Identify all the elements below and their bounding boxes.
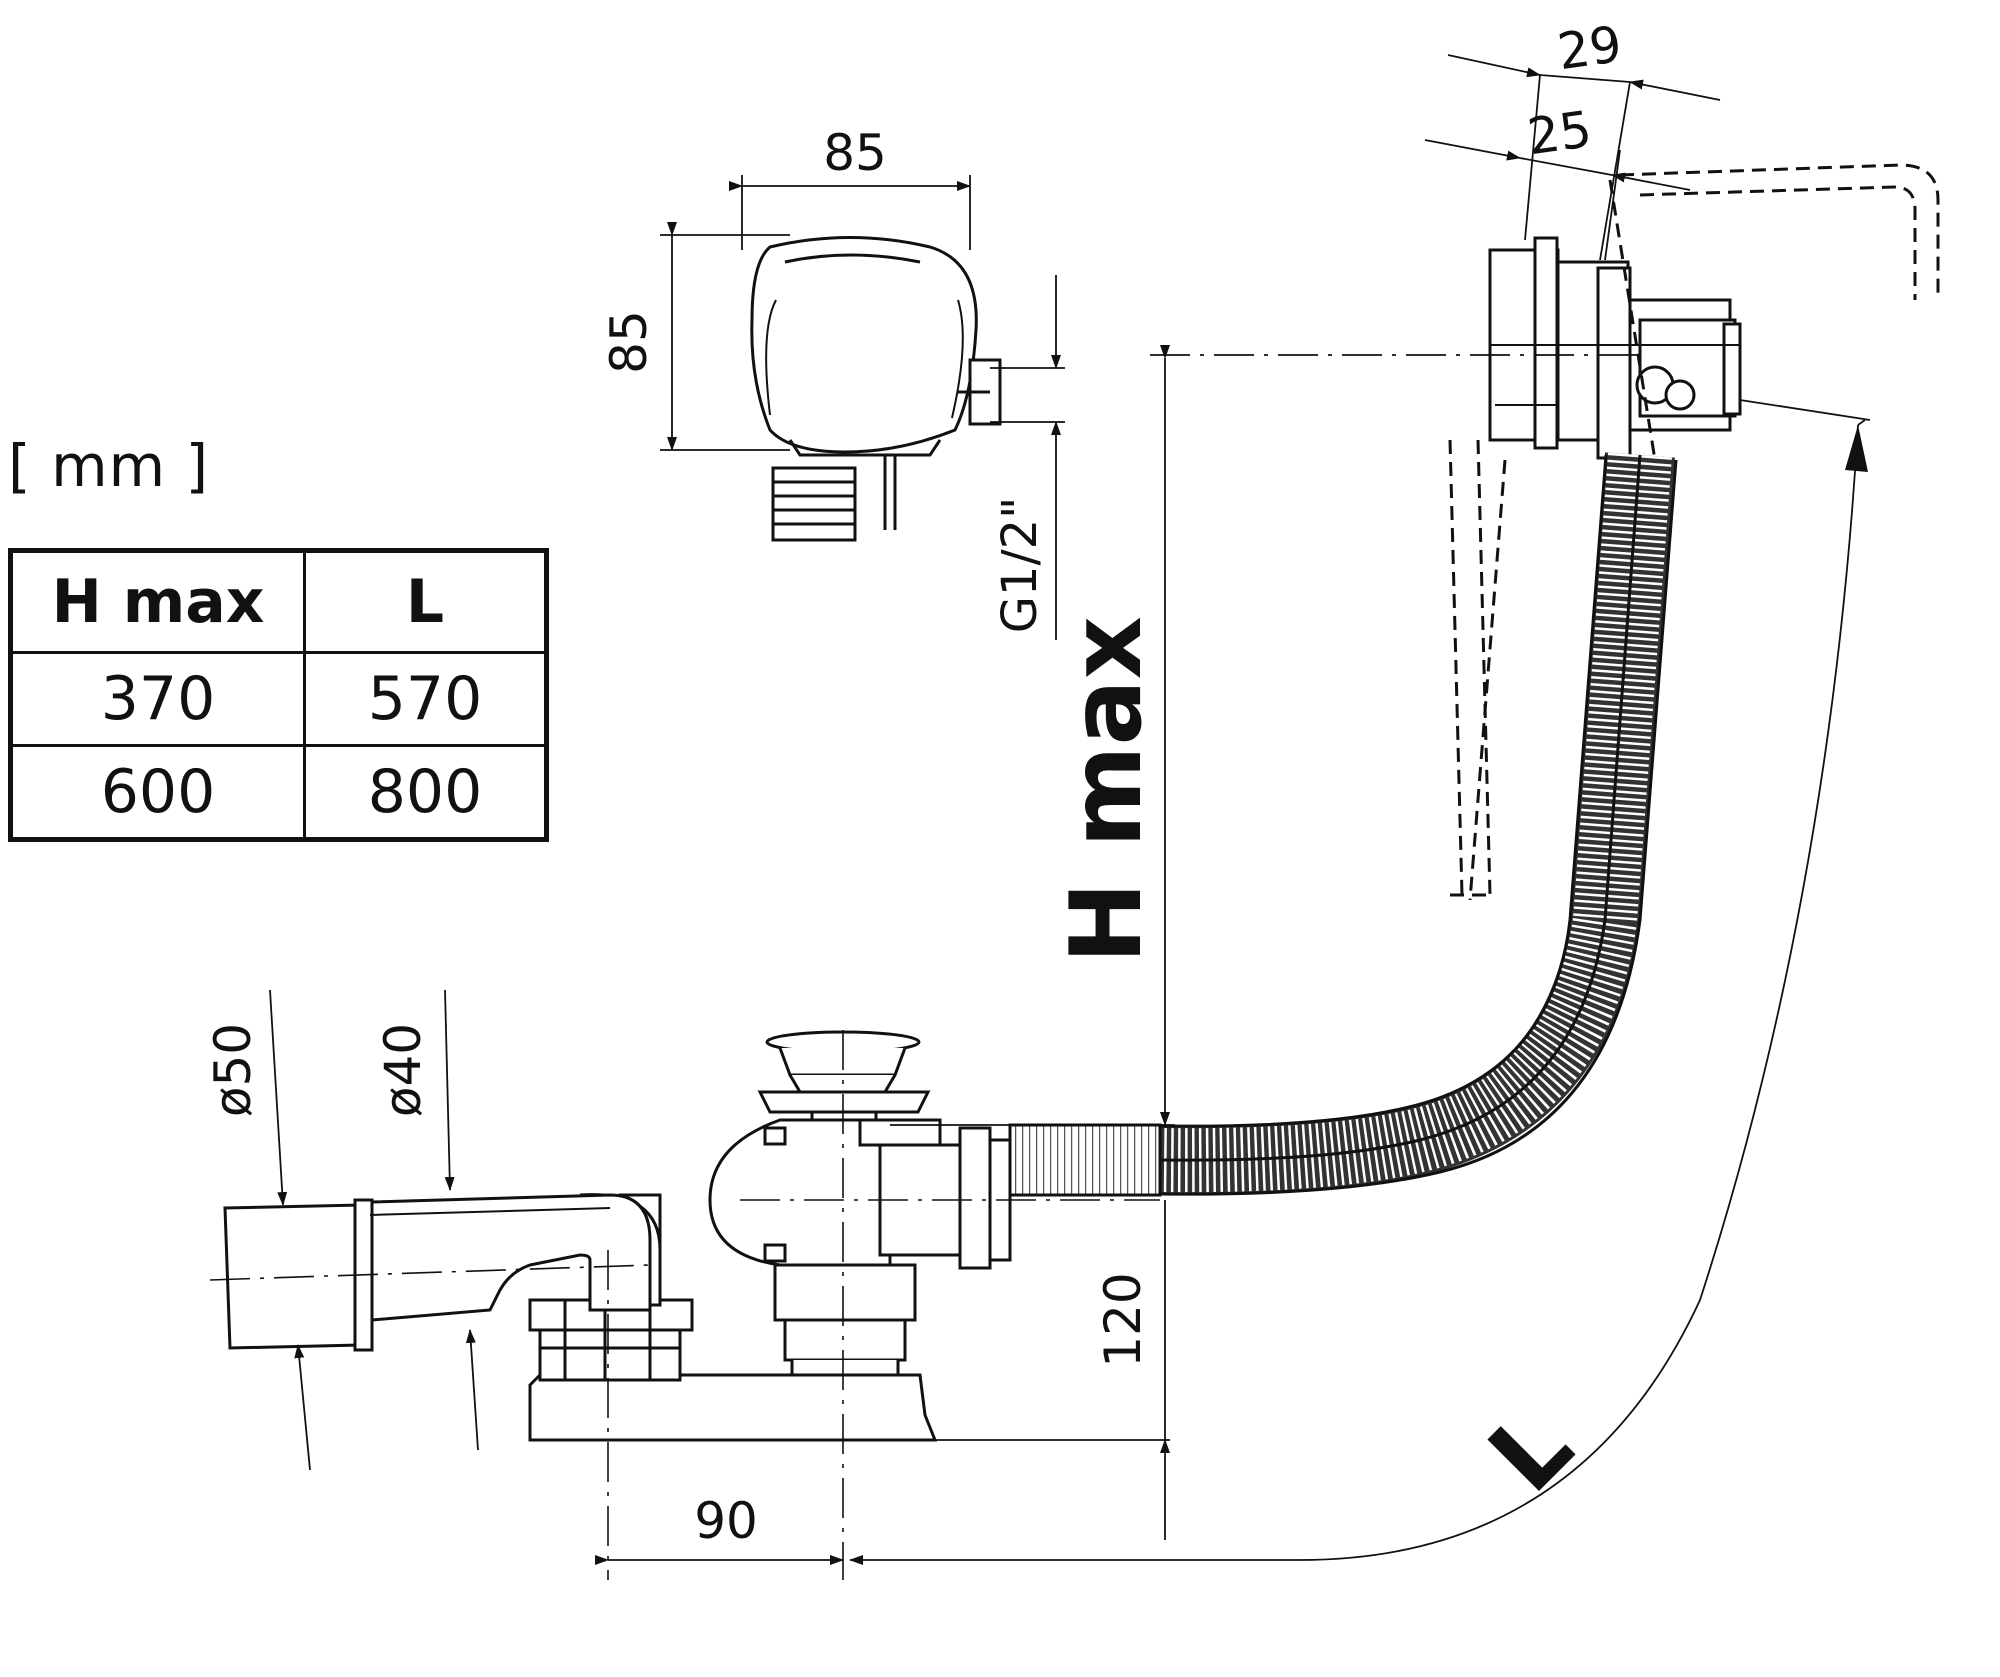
- dim-length-label: L: [1467, 1387, 1595, 1515]
- dim-flange-inner-label: 25: [1524, 100, 1595, 166]
- units-label: [ mm ]: [8, 432, 210, 500]
- table-cell: 370: [9, 651, 306, 747]
- size-table: H max L 370 570 600 800: [8, 548, 549, 842]
- dim-flange: [1424, 54, 1721, 261]
- dim-overflow-height-label: 85: [600, 310, 658, 374]
- dim-thread-label: G1/2": [992, 497, 1048, 634]
- dim-hmax-label: H max: [1050, 616, 1164, 964]
- table-header-l: L: [303, 549, 548, 654]
- dim-length: [849, 399, 1871, 1565]
- dim-drain-height: [890, 1124, 1175, 1540]
- dim-overflow-height: [660, 222, 790, 451]
- flex-hose: [1008, 452, 1678, 1197]
- dim-pipe-outer-label: ø50: [204, 1023, 262, 1117]
- overflow-cover: [750, 236, 1002, 542]
- filler-head: [1488, 236, 1742, 460]
- table-header-row: H max L: [9, 549, 548, 654]
- table-row: 600 800: [9, 744, 548, 841]
- dim-drain-height-label: 120: [1094, 1272, 1152, 1367]
- dim-flange-outer-label: 29: [1554, 15, 1625, 81]
- dim-overflow-width: [729, 175, 971, 250]
- centerlines: [209, 1030, 1160, 1580]
- dim-pipe-diameter: [269, 989, 479, 1471]
- table-row: 370 570: [9, 651, 548, 747]
- alternate-position: [1448, 163, 1940, 901]
- dim-hmax: [1150, 345, 1640, 1126]
- table-cell: 800: [303, 744, 548, 841]
- dim-thread: [990, 275, 1065, 640]
- dim-drain-offset-label: 90: [694, 1492, 758, 1550]
- table-cell: 600: [9, 744, 306, 841]
- dim-pipe-inner-label: ø40: [374, 1023, 432, 1117]
- table-header-hmax: H max: [9, 549, 306, 654]
- dim-overflow-width-label: 85: [823, 124, 887, 182]
- table-cell: 570: [303, 651, 548, 747]
